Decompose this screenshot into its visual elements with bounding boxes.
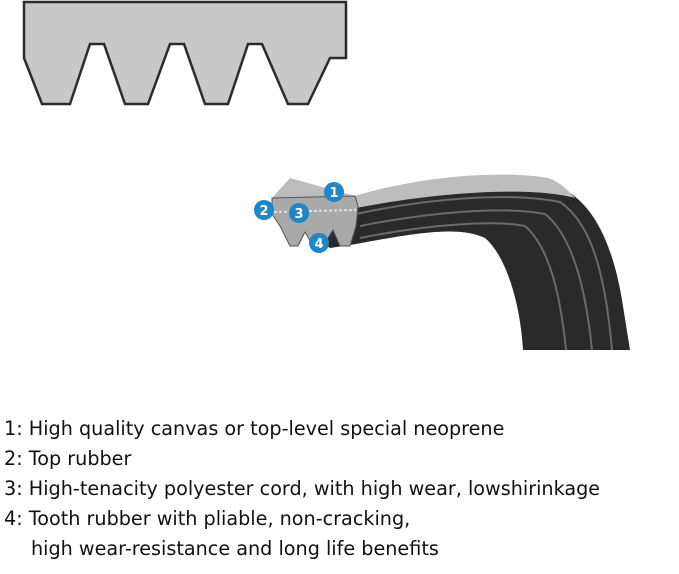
belt-rib-line: [359, 222, 567, 351]
callout-4: 4: [309, 233, 329, 253]
callout-2: 2: [254, 200, 274, 220]
legend-number: 1: [4, 417, 17, 440]
callout-circle: [324, 182, 344, 202]
legend-item-2: 2: Top rubber: [4, 447, 132, 470]
legend-text: Tooth rubber with pliable, non-cracking,: [28, 507, 411, 530]
belt-illustration: [268, 174, 630, 351]
callout-number: 4: [314, 237, 323, 252]
legend-number: 3: [4, 477, 17, 500]
belt-rib-line: [355, 196, 613, 351]
legend: 1: High quality canvas or top-level spec…: [4, 414, 679, 564]
legend-item-3: 3: High-tenacity polyester cord, with hi…: [4, 477, 601, 500]
belt-body: [268, 179, 630, 350]
belt-cross-section-profile: [22, 0, 348, 106]
legend-text: High quality canvas or top-level special…: [28, 417, 505, 440]
callout-number: 1: [329, 186, 338, 201]
callout-number: 3: [294, 207, 303, 222]
legend-number: 4: [4, 507, 17, 530]
callout-circle: [254, 200, 274, 220]
legend-text: High-tenacity polyester cord, with high …: [28, 477, 601, 500]
callout-circle: [309, 233, 329, 253]
callout-circle: [289, 203, 309, 223]
belt-cord-line: [273, 209, 357, 213]
belt-rib-line: [359, 209, 593, 351]
legend-number: 2: [4, 447, 17, 470]
callout-3: 3: [289, 203, 309, 223]
legend-text: Top rubber: [28, 447, 132, 470]
legend-item-1: 1: High quality canvas or top-level spec…: [4, 417, 505, 440]
callout-number: 2: [259, 204, 268, 219]
legend-item-4: 4: Tooth rubber with pliable, non-cracki…: [4, 507, 411, 530]
legend-item-4-continuation: high wear-resistance and long life benef…: [31, 537, 439, 560]
callout-1: 1: [324, 182, 344, 202]
